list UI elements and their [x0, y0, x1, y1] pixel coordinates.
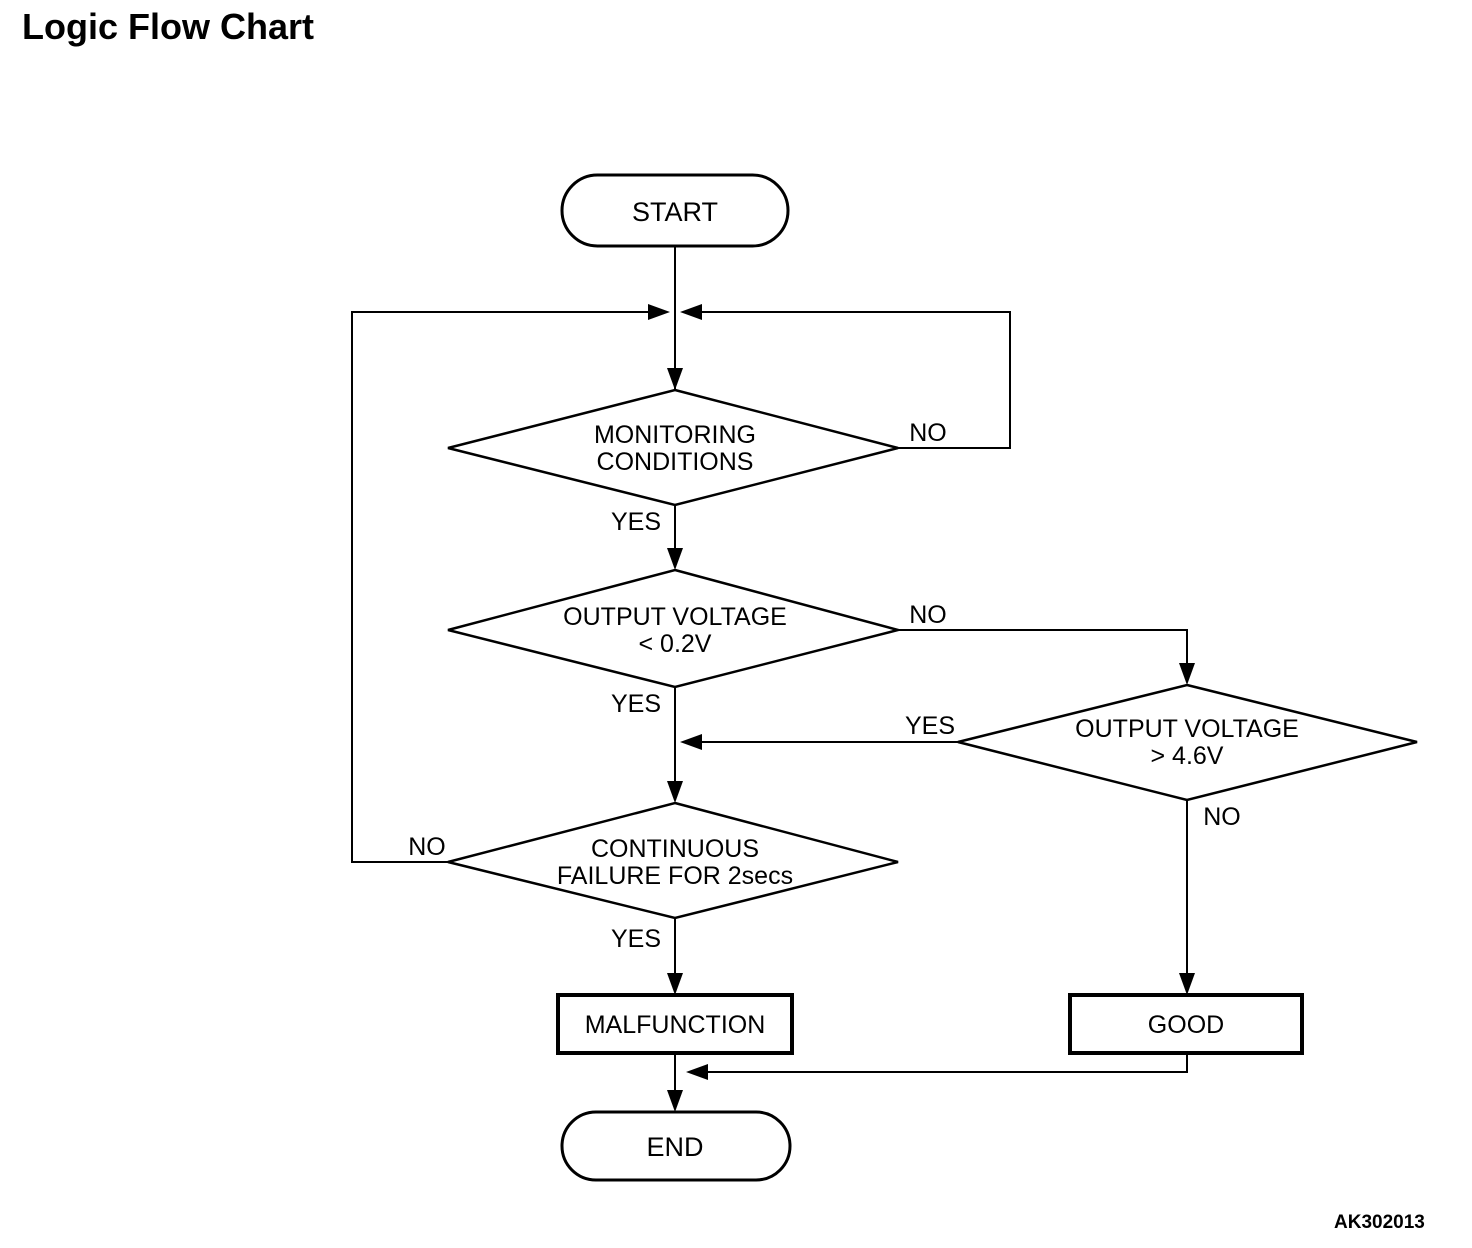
edge-label-voltage-high-yes: YES — [905, 712, 955, 740]
edge-voltage-low-yes — [667, 687, 683, 803]
node-output-voltage-low-label-line1: OUTPUT VOLTAGE — [563, 603, 787, 631]
node-output-voltage-high-shape — [957, 683, 1418, 802]
arrowhead-left-icon — [680, 734, 702, 750]
arrowhead-down-icon — [1179, 973, 1195, 995]
edge-label-continuous-no: NO — [408, 833, 446, 861]
node-output-voltage-low-shape — [447, 568, 903, 689]
arrowhead-right-icon — [648, 304, 670, 320]
edge-voltage-low-no — [898, 629, 1195, 685]
node-start-label: START — [632, 197, 718, 227]
node-good-shape — [1068, 993, 1304, 1055]
page-title: Logic Flow Chart — [22, 6, 314, 47]
figure-code: AK302013 — [1334, 1212, 1425, 1233]
edge-start-to-monitoring — [667, 246, 683, 390]
node-end-shape — [560, 1110, 792, 1182]
edge-good-to-end — [686, 1053, 1188, 1080]
node-monitoring-conditions-label-line2: CONDITIONS — [597, 448, 754, 476]
arrowhead-down-icon — [667, 1090, 683, 1112]
arrowhead-down-icon — [1179, 663, 1195, 685]
edge-continuous-no-loop — [351, 304, 670, 863]
edge-line — [898, 629, 1188, 663]
node-malfunction-label: MALFUNCTION — [585, 1011, 766, 1039]
node-start-shape — [560, 173, 790, 248]
edge-label-monitoring-no: NO — [909, 419, 947, 447]
edge-monitoring-yes — [667, 505, 683, 570]
edge-label-monitoring-yes: YES — [611, 508, 661, 536]
edge-label-continuous-yes: YES — [611, 925, 661, 953]
arrowhead-down-icon — [667, 368, 683, 390]
edge-continuous-yes — [667, 918, 683, 995]
edge-line — [351, 311, 648, 863]
node-monitoring-conditions-label-line1: MONITORING — [594, 421, 756, 449]
node-malfunction-shape — [556, 993, 794, 1055]
edge-monitoring-no-loop — [680, 304, 1011, 449]
node-continuous-failure-shape — [447, 801, 899, 920]
edge-label-voltage-low-no: NO — [909, 601, 947, 629]
edge-label-voltage-high-no: NO — [1203, 803, 1241, 831]
arrowhead-down-icon — [667, 781, 683, 803]
node-monitoring-conditions-shape — [447, 388, 899, 507]
edge-voltage-high-yes — [680, 734, 958, 750]
arrowhead-left-icon — [686, 1064, 708, 1080]
edge-label-voltage-low-yes: YES — [611, 690, 661, 718]
edge-malfunction-to-end — [667, 1053, 683, 1112]
node-continuous-failure-label-line2: FAILURE FOR 2secs — [557, 862, 793, 890]
arrowhead-down-icon — [667, 548, 683, 570]
node-output-voltage-high-label-line2: > 4.6V — [1151, 742, 1224, 770]
node-continuous-failure-label-line1: CONTINUOUS — [591, 835, 759, 863]
node-output-voltage-low-label-line2: < 0.2V — [639, 630, 712, 658]
arrowhead-left-icon — [680, 304, 702, 320]
edge-voltage-high-no — [1179, 800, 1195, 995]
node-output-voltage-high-label-line1: OUTPUT VOLTAGE — [1075, 715, 1299, 743]
arrowhead-down-icon — [667, 973, 683, 995]
node-end-label: END — [646, 1132, 703, 1162]
node-good-label: GOOD — [1148, 1011, 1224, 1039]
edge-line — [702, 311, 1011, 449]
edge-line — [708, 1053, 1188, 1073]
